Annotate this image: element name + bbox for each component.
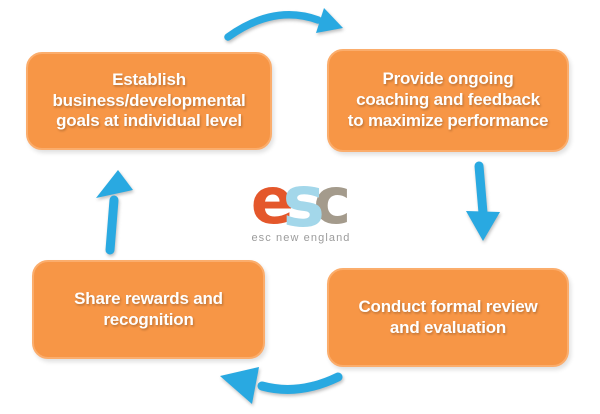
step-establish-goals-line2: business/developmental: [52, 90, 246, 110]
cycle-arrow-right-icon: [466, 161, 500, 241]
logo-letter-s: s: [282, 159, 326, 244]
step-ongoing-coaching-line3: to maximize performance: [347, 110, 549, 130]
logo-letter-e: e: [250, 165, 295, 240]
step-ongoing-coaching-line2: coaching and feedback: [356, 90, 540, 110]
esc-new-england-logo: e s c esc new england: [246, 165, 356, 244]
step-ongoing-coaching-line1: Provide ongoing: [382, 69, 514, 89]
step-share-rewards: Share rewards and recognition: [32, 260, 265, 359]
step-formal-review-line2: and evaluation: [389, 317, 507, 337]
step-share-rewards-line1: Share rewards and: [74, 288, 223, 308]
step-ongoing-coaching: Provide ongoing coaching and feedback to…: [327, 49, 569, 152]
step-formal-review-line1: Conduct formal review: [358, 296, 538, 316]
logo-tagline: esc new england: [251, 232, 351, 244]
step-formal-review: Conduct formal review and evaluation: [327, 268, 569, 367]
step-share-rewards-line2: recognition: [103, 309, 194, 329]
step-establish-goals: Establish business/developmental goals a…: [26, 52, 272, 150]
cycle-arrow-bottom-icon: [220, 367, 343, 404]
esc-logo-letters: e s c: [250, 165, 352, 240]
cycle-arrow-top-icon: [224, 8, 343, 41]
step-establish-goals-line1: Establish: [112, 69, 186, 89]
cycle-arrow-left-icon: [96, 170, 133, 255]
step-establish-goals-line3: goals at individual level: [56, 111, 242, 131]
logo-letter-c: c: [313, 165, 352, 240]
